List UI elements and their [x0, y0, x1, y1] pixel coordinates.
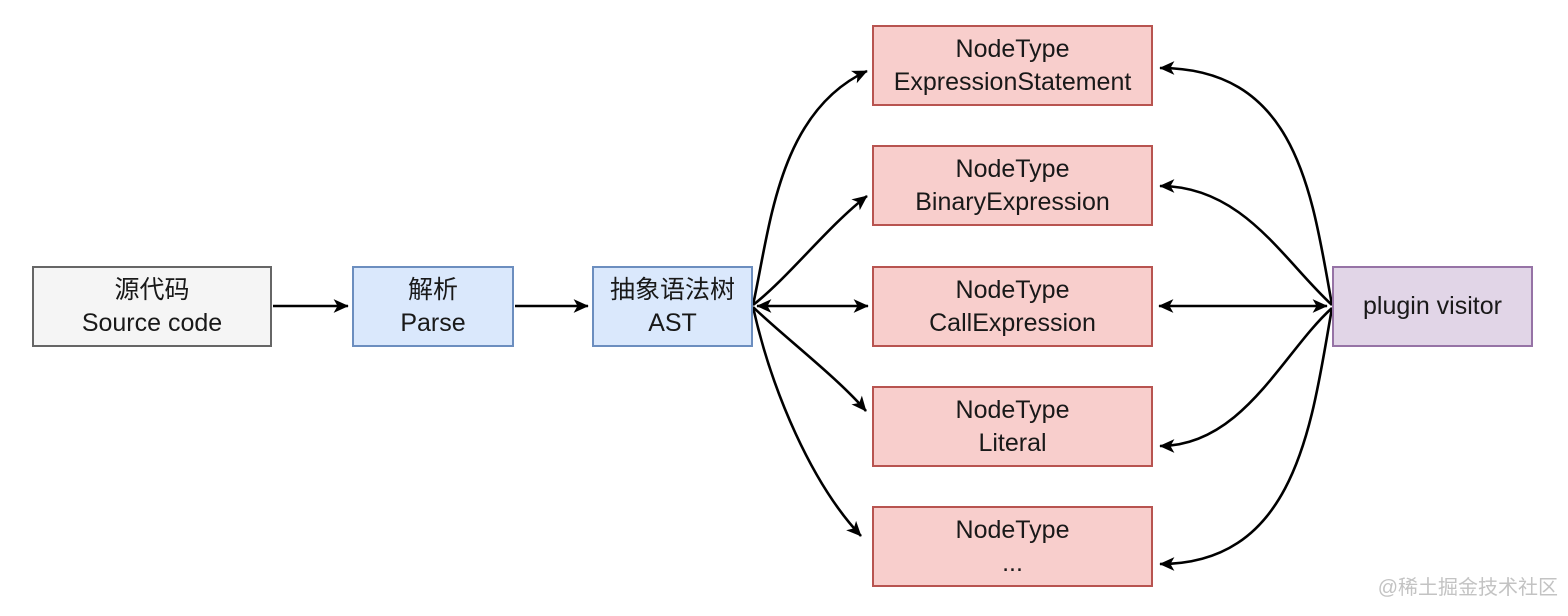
ast-label-en: AST	[648, 308, 697, 337]
arrow-ast-to-literal	[752, 306, 867, 412]
ast-node: 抽象语法树 AST	[592, 266, 753, 347]
parse-node: 解析 Parse	[352, 266, 514, 347]
arrow-plugin-to-literal	[1159, 307, 1333, 453]
nodetype-expression-statement-node: NodeType ExpressionStatement	[872, 25, 1153, 106]
plugin-visitor-node: plugin visitor	[1332, 266, 1533, 347]
nodetype-label: NodeType	[955, 154, 1070, 183]
source-code-label-en: Source code	[81, 308, 223, 337]
plugin-visitor-label: plugin visitor	[1363, 292, 1502, 320]
parse-label-zh: 解析	[407, 275, 458, 304]
nodetype-label: NodeType	[955, 515, 1070, 544]
call-expression-label: CallExpression	[929, 308, 1096, 337]
source-code-node: 源代码 Source code	[32, 266, 272, 347]
nodetype-call-expression-node: NodeType CallExpression	[872, 266, 1153, 347]
juejin-watermark: @稀土掘金技术社区	[1377, 577, 1558, 599]
binary-expression-label: BinaryExpression	[915, 187, 1110, 216]
arrow-plugin-to-binary-expression	[1159, 179, 1333, 306]
arrow-plugin-to-expression-statement	[1159, 61, 1334, 306]
expression-statement-label: ExpressionStatement	[893, 67, 1132, 96]
nodetype-label: NodeType	[955, 395, 1070, 424]
parse-label-en: Parse	[400, 308, 466, 337]
arrow-ast-to-expression-statement	[751, 69, 868, 306]
etc-label: ...	[1002, 548, 1023, 577]
nodetype-label: NodeType	[955, 34, 1070, 63]
source-code-label-zh: 源代码	[114, 275, 190, 304]
arrow-ast-to-binary-expression	[752, 194, 868, 307]
arrow-plugin-to-etc	[1159, 307, 1334, 571]
nodetype-binary-expression-node: NodeType BinaryExpression	[872, 145, 1153, 226]
arrow-ast-to-etc	[751, 306, 862, 537]
nodetype-label: NodeType	[955, 275, 1070, 304]
ast-label-zh: 抽象语法树	[609, 275, 735, 304]
literal-label: Literal	[978, 428, 1047, 457]
nodetype-literal-node: NodeType Literal	[872, 386, 1153, 467]
nodetype-etc-node: NodeType ...	[872, 506, 1153, 587]
